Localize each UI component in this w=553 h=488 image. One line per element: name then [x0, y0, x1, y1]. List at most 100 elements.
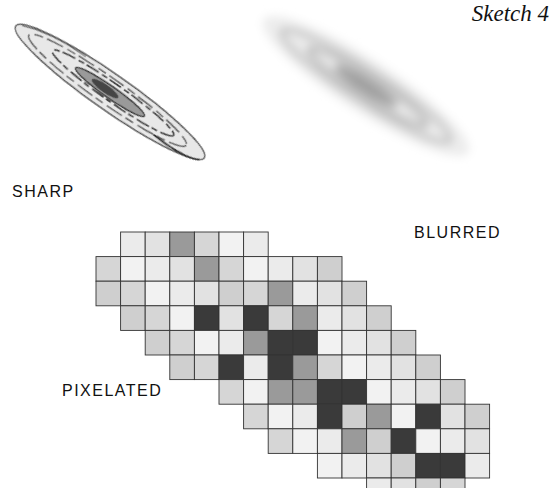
- pixel-cell: [391, 380, 416, 405]
- pixel-cell: [465, 453, 490, 478]
- pixel-cell: [465, 404, 490, 429]
- pixel-cell: [194, 232, 219, 257]
- pixel-cell: [416, 380, 441, 405]
- pixel-cell: [194, 355, 219, 380]
- figure-label: PIXELATED: [62, 382, 162, 400]
- pixel-cell: [194, 306, 219, 331]
- pixel-cell: [219, 306, 244, 331]
- pixel-cell: [293, 281, 318, 306]
- pixel-cell: [391, 330, 416, 355]
- pixel-cell: [244, 281, 269, 306]
- figure-label: BLURRED: [414, 224, 501, 242]
- pixel-cell: [268, 306, 293, 331]
- pixel-cell: [145, 232, 170, 257]
- pixel-cell: [342, 380, 367, 405]
- pixel-cell: [145, 281, 170, 306]
- pixel-cell: [170, 355, 195, 380]
- pixel-cell: [367, 306, 392, 331]
- pixel-cell: [465, 429, 490, 454]
- pixel-cell: [170, 306, 195, 331]
- pixel-cell: [244, 380, 269, 405]
- pixel-cell: [317, 380, 342, 405]
- pixel-cell: [268, 330, 293, 355]
- pixel-cell: [268, 404, 293, 429]
- pixel-cell: [268, 429, 293, 454]
- pixel-cell: [440, 478, 465, 488]
- pixel-cell: [244, 306, 269, 331]
- pixel-cell: [317, 306, 342, 331]
- pixel-cell: [219, 232, 244, 257]
- pixel-cell: [293, 404, 318, 429]
- pixel-cell: [219, 330, 244, 355]
- pixel-cell: [367, 355, 392, 380]
- pixel-cell: [219, 380, 244, 405]
- pixel-cell: [317, 355, 342, 380]
- pixel-grid: [96, 232, 490, 488]
- pixel-cell: [391, 453, 416, 478]
- pixel-cell: [440, 453, 465, 478]
- pixel-cell: [416, 404, 441, 429]
- pixel-cell: [145, 257, 170, 282]
- pixel-cell: [391, 355, 416, 380]
- sketch-title: Sketch 4: [472, 1, 549, 27]
- pixel-cell: [416, 429, 441, 454]
- pixel-cell: [194, 257, 219, 282]
- pixel-cell: [416, 355, 441, 380]
- pixel-cell: [268, 355, 293, 380]
- pixel-cell: [293, 330, 318, 355]
- pixel-cell: [145, 330, 170, 355]
- pixel-cell: [293, 429, 318, 454]
- pixel-cell: [121, 232, 146, 257]
- pixel-cell: [244, 355, 269, 380]
- pixel-cell: [317, 281, 342, 306]
- pixel-cell: [367, 478, 392, 488]
- pixel-cell: [268, 380, 293, 405]
- pixel-cell: [121, 306, 146, 331]
- pixel-cell: [96, 281, 121, 306]
- pixel-cell: [170, 257, 195, 282]
- pixel-cell: [317, 404, 342, 429]
- pixel-cell: [342, 453, 367, 478]
- pixel-cell: [121, 281, 146, 306]
- pixel-cell: [342, 330, 367, 355]
- pixel-cell: [391, 404, 416, 429]
- pixel-cell: [170, 232, 195, 257]
- pixel-cell: [194, 330, 219, 355]
- pixel-cell: [194, 281, 219, 306]
- pixel-cell: [367, 330, 392, 355]
- pixel-cell: [268, 281, 293, 306]
- pixel-cell: [170, 281, 195, 306]
- pixel-cell: [219, 355, 244, 380]
- pixel-cell: [244, 404, 269, 429]
- pixel-cell: [96, 257, 121, 282]
- pixel-cell: [317, 257, 342, 282]
- pixel-cell: [416, 478, 441, 488]
- pixel-cell: [244, 232, 269, 257]
- pixel-cell: [293, 380, 318, 405]
- pixel-cell: [244, 257, 269, 282]
- pixel-cell: [416, 453, 441, 478]
- pixel-cell: [391, 429, 416, 454]
- pixel-cell: [367, 404, 392, 429]
- pixel-cell: [293, 355, 318, 380]
- sharp-galaxy: [5, 11, 214, 172]
- pixel-cell: [170, 330, 195, 355]
- pixel-cell: [440, 429, 465, 454]
- pixel-cell: [244, 330, 269, 355]
- pixel-cell: [367, 429, 392, 454]
- pixel-cell: [391, 478, 416, 488]
- pixel-cell: [293, 306, 318, 331]
- pixel-cell: [145, 306, 170, 331]
- pixel-cell: [342, 429, 367, 454]
- pixel-cell: [219, 281, 244, 306]
- figure-label: SHARP: [12, 183, 75, 201]
- pixel-cell: [268, 257, 293, 282]
- blurred-galaxy: [250, 0, 483, 174]
- pixel-cell: [440, 404, 465, 429]
- pixel-cell: [342, 404, 367, 429]
- pixel-cell: [219, 257, 244, 282]
- pixel-cell: [317, 453, 342, 478]
- pixel-cell: [317, 429, 342, 454]
- pixel-cell: [293, 257, 318, 282]
